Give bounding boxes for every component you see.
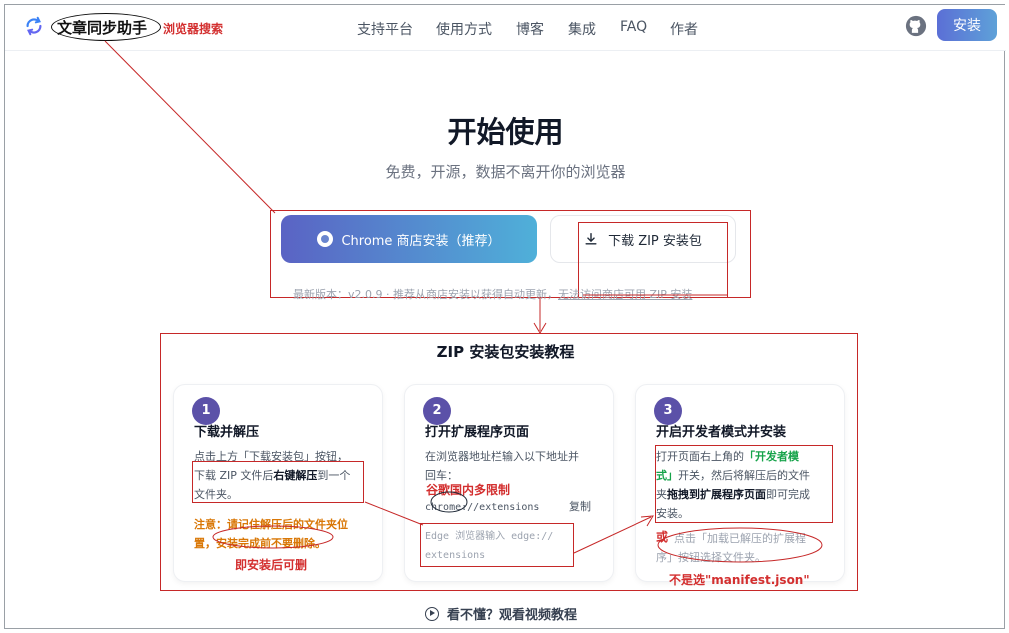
tutorial-title: ZIP 安装包安装教程 — [436, 343, 575, 361]
warning-emphasis: 安装完成前不要删除。 — [216, 537, 326, 550]
github-icon[interactable] — [905, 15, 927, 37]
unzip-annotation-box — [192, 461, 364, 503]
step-number: 3 — [654, 397, 682, 425]
zip-button-label: 下载 ZIP 安装包 — [608, 233, 702, 249]
not-manifest-annotation: 不是选"manifest.json" — [669, 573, 810, 587]
video-tutorial-link[interactable]: 看不懂？观看视频教程 — [425, 604, 577, 623]
extensions-url[interactable]: chrome://extensions — [425, 502, 540, 513]
emphasis-text: 拖拽到扩展程序页面 — [667, 488, 766, 501]
zip-install-link[interactable]: 无法访问商店可用 ZIP 安装 — [558, 288, 693, 301]
nav-faq[interactable]: FAQ — [620, 19, 648, 35]
step-text-line: 打开页面右上角的「开发者模 — [656, 450, 799, 463]
alt-instruction-line: 序」按钮选择文件夹。 — [656, 551, 766, 564]
nav-author[interactable]: 作者 — [670, 22, 698, 38]
devmode-annotation-box — [655, 445, 833, 523]
version-info: 最新版本：v2.0.9 · 推荐从商店安装以获得自动更新，无法访问商店可用 ZI… — [293, 286, 692, 302]
page-subtitle: 免费，开源，数据不离开你的浏览器 — [385, 163, 626, 181]
warning-text: 注意：请记住解压后的文件夹位 — [194, 518, 348, 531]
emphasis-text: 右键解压 — [273, 469, 318, 482]
step-number: 1 — [192, 397, 220, 425]
step-text-line: 安装。 — [656, 507, 689, 520]
nav-platforms[interactable]: 支持平台 — [357, 22, 413, 38]
edge-annotation-box — [420, 523, 574, 567]
step-text-line: 点击上方「下载安装包」按钮， — [194, 450, 348, 463]
sync-logo-icon — [26, 16, 42, 36]
nav-blog[interactable]: 博客 — [516, 22, 544, 38]
chrome-icon — [317, 231, 334, 247]
version-text: 最新版本：v2.0.9 · 推荐从商店安装以获得自动更新， — [293, 288, 558, 301]
developer-mode-text: 「开发者模 — [744, 450, 799, 463]
warning-text: 置，安装完成前不要删除。 — [194, 537, 326, 550]
step-text-line: 在浏览器地址栏输入以下地址并 — [425, 450, 579, 463]
play-icon — [425, 606, 439, 621]
delete-after-annotation: 即安装后可删 — [235, 558, 308, 572]
download-icon — [585, 233, 597, 245]
browser-search-annotation: 浏览器搜索 — [163, 22, 224, 36]
or-annotation: 或 — [656, 530, 669, 544]
video-link-label: 看不懂？观看视频教程 — [447, 608, 578, 623]
install-button[interactable]: 安装 — [937, 9, 997, 41]
china-limit-annotation: 谷歌国内多限制 — [426, 483, 511, 497]
page-frame: 文章同步助手 浏览器搜索 支持平台 使用方式 博客 集成 FAQ 作者 安装 开… — [4, 4, 1006, 629]
step-title: 下载并解压 — [194, 425, 260, 440]
zip-annotation-box — [578, 222, 728, 298]
nav-usage[interactable]: 使用方式 — [436, 22, 492, 38]
copy-button[interactable]: 复制 — [569, 500, 591, 513]
edge-hint-line: Edge 浏览器输入 edge:// — [425, 531, 554, 542]
brand-name[interactable]: 文章同步助手 — [57, 19, 148, 37]
page-title: 开始使用 — [447, 115, 564, 149]
alt-instruction-line: 点击「加载已解压的扩展程 — [674, 532, 806, 545]
install-options-annotation-box — [270, 210, 751, 298]
download-zip-button[interactable]: 下载 ZIP 安装包 — [550, 215, 736, 263]
edge-hint-line: extensions — [425, 550, 486, 561]
brand-annotation-ellipse — [51, 13, 161, 41]
top-navbar: 文章同步助手 浏览器搜索 支持平台 使用方式 博客 集成 FAQ 作者 安装 — [5, 5, 1006, 51]
chrome-button-label: Chrome 商店安装（推荐） — [341, 233, 501, 249]
step-text-line: 下载 ZIP 文件后右键解压到一个 — [194, 469, 351, 482]
tutorial-annotation-box — [160, 333, 858, 591]
step-text-line: 回车： — [425, 469, 458, 482]
nav-integration[interactable]: 集成 — [568, 22, 596, 38]
step-number: 2 — [423, 397, 451, 425]
step-text-line: 文件夹。 — [194, 488, 238, 501]
step-title: 开启开发者模式并安装 — [656, 425, 787, 440]
step-text-line: 式」开关，然后将解压后的文件 — [656, 469, 810, 482]
step-card-2: 2 打开扩展程序页面 在浏览器地址栏输入以下地址并 回车： chrome://e… — [404, 384, 614, 582]
step-text-line: 夹拖拽到扩展程序页面即可完成 — [656, 488, 810, 501]
chrome-store-install-button[interactable]: Chrome 商店安装（推荐） — [281, 215, 537, 263]
step-title: 打开扩展程序页面 — [425, 425, 530, 440]
